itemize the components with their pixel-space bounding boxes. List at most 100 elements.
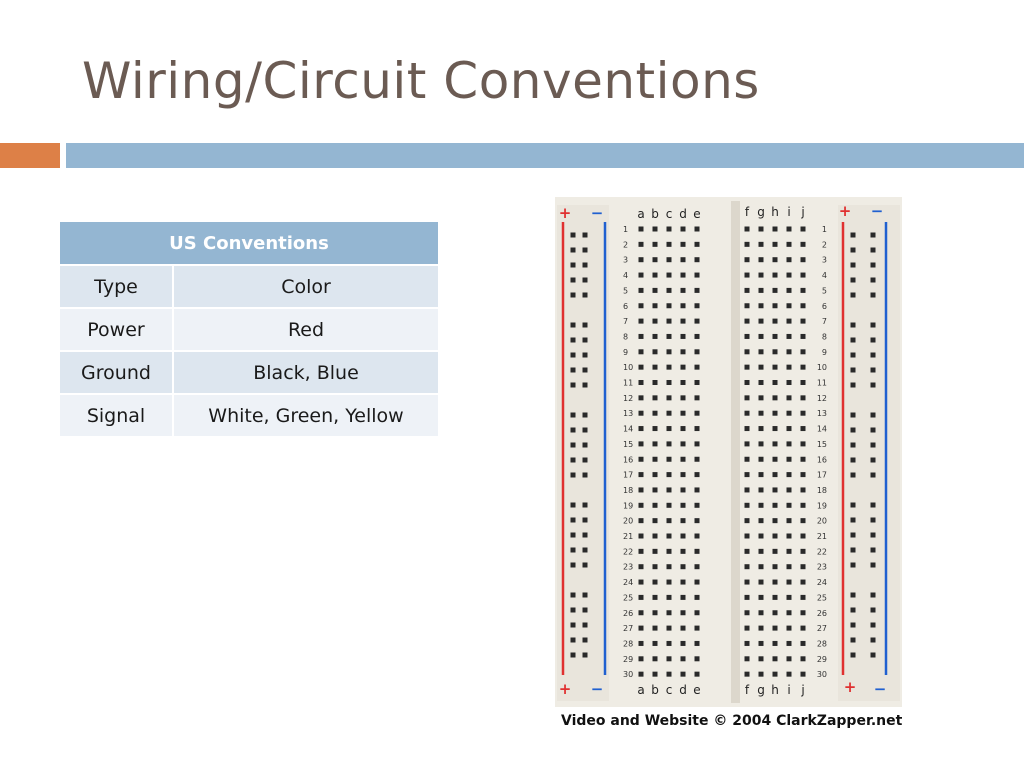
row-number: 30	[623, 670, 633, 679]
row-number: 21	[817, 532, 827, 541]
breadboard-hole	[652, 241, 658, 247]
column-letter: g	[757, 205, 765, 219]
rail-hole	[570, 607, 576, 613]
breadboard-hole	[786, 364, 792, 370]
table-row: Ground Black, Blue	[60, 350, 438, 393]
rail-hole	[870, 262, 876, 268]
row-number: 23	[817, 563, 827, 572]
rail-hole	[870, 457, 876, 463]
breadboard-hole	[666, 426, 672, 432]
left-rail-strip	[557, 205, 609, 701]
breadboard-hole	[758, 380, 764, 385]
rail-hole	[850, 457, 856, 463]
breadboard-hole	[800, 226, 806, 232]
breadboard-hole	[772, 564, 778, 570]
rail-hole	[850, 637, 856, 643]
breadboard-hole	[680, 487, 686, 493]
breadboard-hole	[800, 518, 806, 524]
table-row: Signal White, Green, Yellow	[60, 393, 438, 436]
breadboard-hole	[800, 671, 806, 677]
breadboard-hole	[638, 303, 644, 309]
column-letter: e	[693, 683, 700, 697]
breadboard-hole	[694, 594, 700, 600]
breadboard-hole	[772, 502, 778, 508]
breadboard-hole	[638, 671, 644, 677]
breadboard-hole	[652, 287, 658, 293]
breadboard-hole	[652, 610, 658, 616]
row-number: 4	[822, 271, 827, 280]
breadboard-hole	[666, 333, 672, 339]
breadboard-hole	[786, 671, 792, 677]
rail-hole	[570, 427, 576, 433]
breadboard-hole	[744, 441, 750, 447]
breadboard-hole	[694, 625, 700, 631]
breadboard-hole	[744, 272, 750, 278]
row-number: 24	[623, 578, 633, 587]
slide-title: Wiring/Circuit Conventions	[82, 52, 760, 110]
breadboard-hole	[680, 226, 686, 232]
minus-symbol: −	[591, 680, 604, 698]
breadboard-hole	[758, 441, 764, 447]
breadboard-hole	[694, 656, 700, 662]
rail-hole	[870, 322, 876, 328]
breadboard-hole	[694, 241, 700, 247]
breadboard-hole	[638, 656, 644, 662]
rail-hole	[582, 442, 588, 448]
rail-hole	[582, 592, 588, 598]
breadboard-hole	[744, 303, 750, 309]
breadboard-figure: Video and Website © 2004 ClarkZapper.net…	[555, 197, 902, 735]
breadboard-hole	[786, 594, 792, 600]
breadboard-hole	[744, 364, 750, 370]
rail-hole	[870, 427, 876, 433]
rail-hole	[570, 472, 576, 478]
breadboard-hole	[666, 579, 672, 585]
breadboard-hole	[800, 333, 806, 339]
column-header-type: Type	[60, 264, 174, 307]
breadboard-hole	[652, 533, 658, 539]
rail-hole	[582, 262, 588, 268]
rail-hole	[870, 382, 876, 388]
breadboard-hole	[652, 487, 658, 493]
column-letter: c	[666, 683, 673, 697]
breadboard-hole	[652, 226, 658, 232]
breadboard-image: Video and Website © 2004 ClarkZapper.net…	[555, 197, 902, 735]
breadboard-hole	[786, 502, 792, 508]
row-number: 23	[623, 563, 633, 572]
breadboard-hole	[666, 625, 672, 631]
breadboard-hole	[694, 518, 700, 524]
rail-hole	[582, 247, 588, 253]
breadboard-hole	[800, 426, 806, 432]
breadboard-hole	[694, 349, 700, 355]
breadboard-hole	[680, 594, 686, 600]
breadboard-hole	[652, 594, 658, 600]
breadboard-hole	[694, 640, 700, 646]
breadboard-hole	[694, 671, 700, 677]
breadboard-hole	[638, 395, 644, 401]
breadboard-hole	[638, 487, 644, 493]
breadboard-hole	[772, 472, 778, 478]
rail-hole	[582, 277, 588, 283]
row-number: 13	[817, 409, 827, 418]
breadboard-hole	[758, 257, 764, 263]
breadboard-hole	[694, 257, 700, 263]
breadboard-hole	[758, 656, 764, 662]
breadboard-hole	[744, 533, 750, 539]
rail-hole	[850, 262, 856, 268]
breadboard-hole	[800, 625, 806, 631]
breadboard-hole	[744, 625, 750, 631]
breadboard-hole	[666, 456, 672, 462]
breadboard-hole	[638, 610, 644, 616]
column-letter: j	[800, 683, 804, 697]
breadboard-hole	[666, 656, 672, 662]
rail-hole	[582, 352, 588, 358]
breadboard-hole	[786, 318, 792, 324]
rail-hole	[570, 547, 576, 553]
rail-hole	[850, 367, 856, 373]
rail-hole	[870, 232, 876, 238]
breadboard-hole	[638, 272, 644, 278]
breadboard-hole	[680, 349, 686, 355]
breadboard-hole	[666, 395, 672, 401]
rail-hole	[870, 412, 876, 418]
column-letter: h	[771, 205, 779, 219]
rail-hole	[870, 637, 876, 643]
